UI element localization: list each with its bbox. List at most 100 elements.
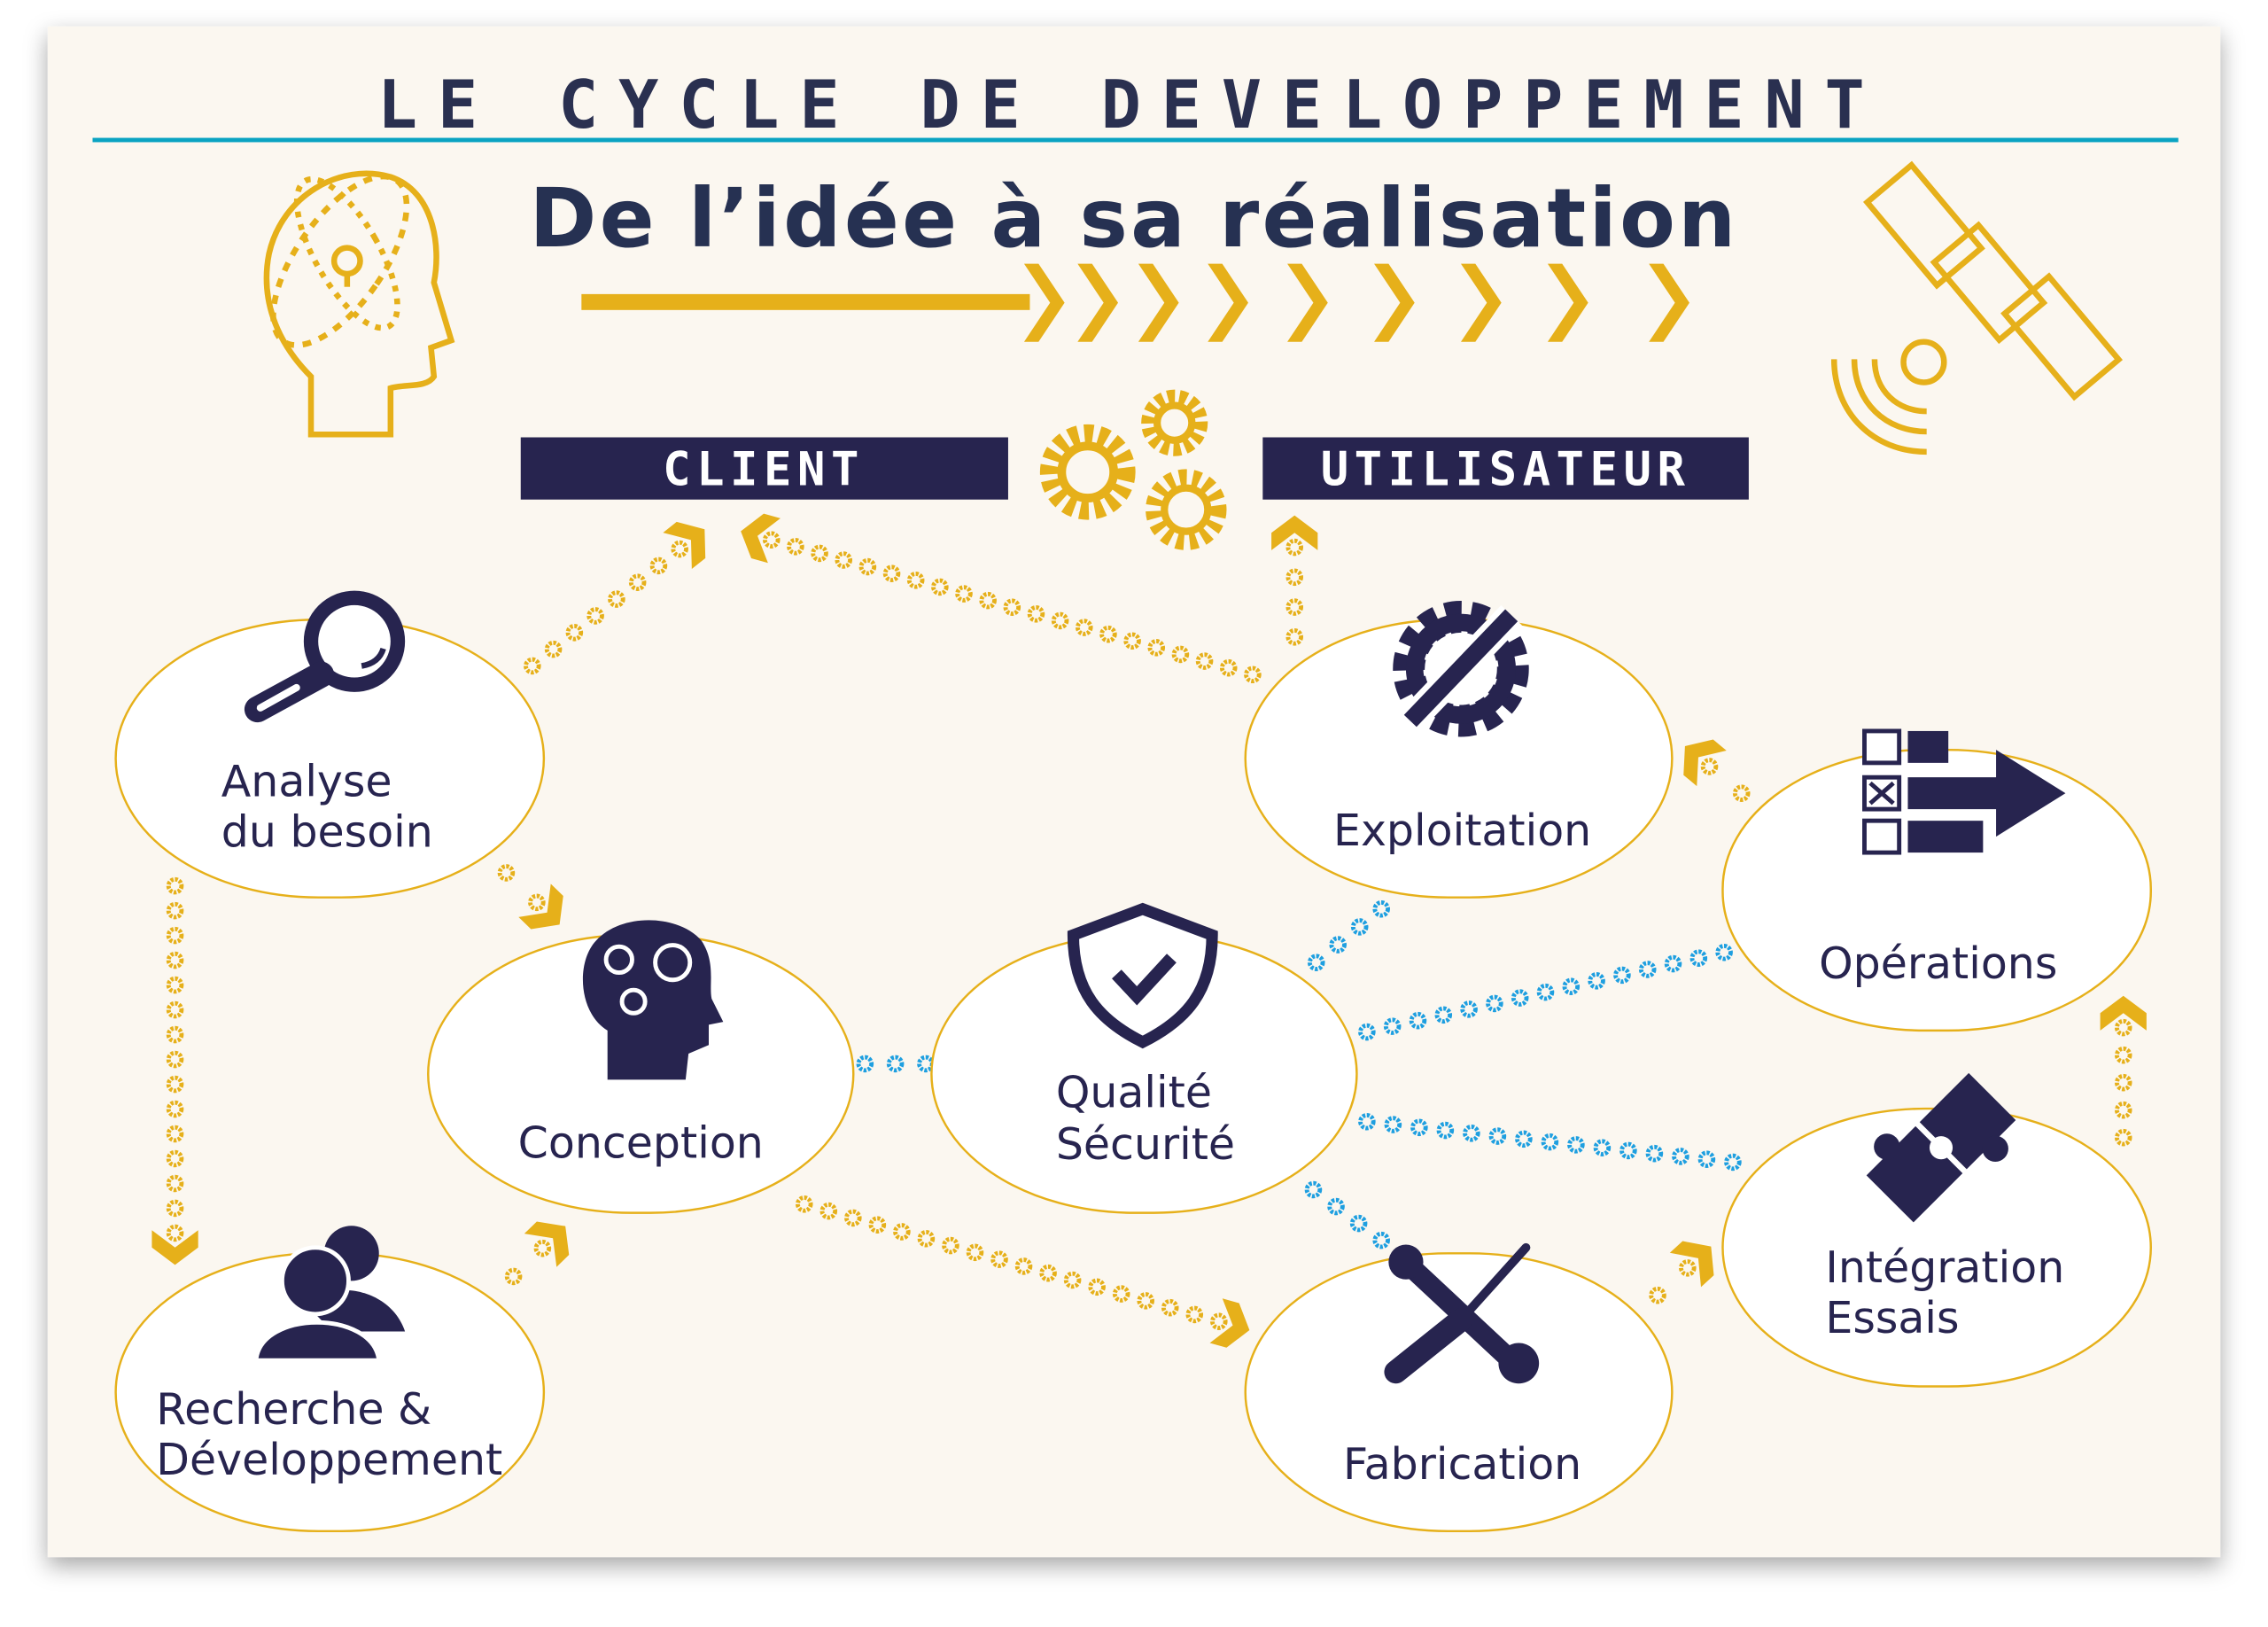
arrowhead-icon <box>741 513 781 564</box>
node-label: Exploitation <box>1333 806 1591 856</box>
gear-dot <box>1137 1292 1155 1310</box>
chevron <box>1460 263 1502 342</box>
gear-dot <box>990 1250 1008 1268</box>
gear-dot <box>1715 943 1733 961</box>
gear-dot <box>1638 961 1657 978</box>
quality-link <box>1307 899 1390 971</box>
gear-dot <box>166 901 184 920</box>
gear-dot <box>1123 632 1141 650</box>
flow-connector <box>151 876 198 1265</box>
subtitle: De l’idée à sa réalisation <box>529 171 1738 266</box>
client-tag <box>520 437 1008 500</box>
gear-dot <box>586 607 604 625</box>
gear-dot <box>1285 568 1304 587</box>
flow-connector <box>741 513 1262 684</box>
gear-dot <box>1409 1011 1427 1030</box>
gear-dot <box>868 1216 887 1234</box>
node-label: Fabrication <box>1343 1439 1581 1490</box>
gear-dot <box>1664 954 1682 973</box>
gear-dot <box>1112 1285 1130 1303</box>
gear-dot <box>1003 598 1021 617</box>
gear-dot <box>1593 1139 1612 1156</box>
gear-dot <box>835 551 853 569</box>
arrowhead-icon <box>1209 1298 1250 1348</box>
flow-connector <box>1683 739 1751 802</box>
gear-dot <box>166 1000 184 1019</box>
gear-dot <box>1697 1150 1716 1168</box>
gear-dot <box>858 557 877 576</box>
chevron <box>1138 263 1179 342</box>
gear-dot <box>2114 1073 2132 1092</box>
gear-dot <box>1463 1125 1480 1142</box>
quality-link <box>1358 943 1733 1041</box>
gear-dot <box>166 1224 184 1242</box>
node-operations: Opérations <box>1721 748 2152 1032</box>
main-title: LE CYCLE DE DEVELOPPEMENT <box>377 66 1885 144</box>
node-label: Conception <box>518 1118 764 1169</box>
gear-dot <box>1244 666 1262 684</box>
gear-dot <box>1672 1148 1689 1165</box>
gear-dot <box>1358 1023 1376 1041</box>
brain-gears-head-icon <box>582 920 724 1080</box>
arrowhead-icon <box>1683 739 1727 787</box>
gear-dot <box>787 537 804 556</box>
gear-dot <box>906 572 925 589</box>
node-label: Essais <box>1825 1293 1959 1343</box>
chevron <box>1547 263 1588 342</box>
gear-dot <box>1541 1133 1559 1151</box>
gear-dot <box>528 893 546 912</box>
arrowhead-icon <box>518 884 563 930</box>
gear-dot <box>1329 936 1347 954</box>
gear-dot <box>1567 1136 1585 1154</box>
gear-dot <box>166 1199 184 1218</box>
gear-dot <box>1185 1305 1204 1324</box>
gear-dot <box>166 1075 184 1094</box>
gear-dot <box>1689 949 1708 967</box>
flow-connector <box>504 1221 570 1286</box>
gear-dot <box>979 591 997 610</box>
gear-dot <box>1349 1214 1368 1233</box>
gear-dot <box>1410 1118 1428 1137</box>
gear-dot <box>1511 989 1529 1007</box>
flow-connector <box>524 521 706 675</box>
gear-dot <box>166 1174 184 1193</box>
gear-dot <box>886 1055 905 1073</box>
gear-dot <box>1063 1271 1082 1289</box>
gear-dot <box>762 531 781 549</box>
gear-dot <box>2114 1101 2132 1119</box>
gear-dot <box>1383 1017 1402 1035</box>
gear-dot <box>1039 1264 1057 1282</box>
node-label: Sécurité <box>1056 1119 1235 1170</box>
gear-dot <box>649 557 668 575</box>
gear-dot <box>1679 1259 1697 1277</box>
gear-dot <box>166 1100 184 1118</box>
gear-dot <box>1384 1116 1402 1133</box>
chevron <box>1023 263 1065 342</box>
gear-dot <box>1358 1112 1376 1131</box>
connectors <box>151 513 2147 1348</box>
gear-dot <box>1588 972 1605 990</box>
gear-dot <box>1350 918 1369 936</box>
gear-dot <box>893 1223 911 1241</box>
gear-dot <box>166 976 184 994</box>
chevron <box>1374 263 1415 342</box>
gear-dot <box>1027 605 1045 623</box>
gear-dot <box>1285 538 1304 557</box>
gear-dot <box>166 1125 184 1143</box>
flow-connector <box>795 1195 1250 1348</box>
gear-dot <box>1436 1121 1455 1140</box>
gear-dot <box>608 590 625 608</box>
gear-dot <box>917 1229 936 1248</box>
head-lightbulb-icon <box>263 170 455 438</box>
gear-dot <box>931 578 949 596</box>
gear-dot <box>497 864 516 882</box>
gears-icon <box>1039 389 1227 550</box>
gear-dot <box>1161 1298 1179 1317</box>
node-label: Développement <box>156 1435 502 1485</box>
